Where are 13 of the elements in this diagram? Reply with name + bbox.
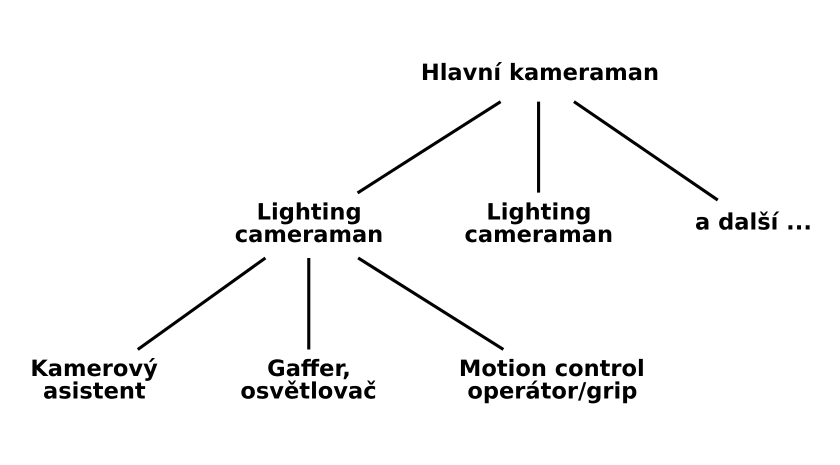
node-text: Motion control operátor/grip [458,356,644,405]
connector [536,102,540,193]
node-text: Gaffer, osvětlovač [240,356,376,405]
connector [306,258,310,350]
node-text: Kamerový asistent [30,356,158,405]
connector [356,256,504,351]
node-text: a další ... [694,209,812,236]
node-text: Lighting cameraman [464,200,613,248]
node-text: Hlavní kameraman [420,60,659,86]
connector [136,256,266,351]
node-text: Lighting cameraman [234,200,383,248]
connector [356,100,501,194]
connector [572,100,718,202]
